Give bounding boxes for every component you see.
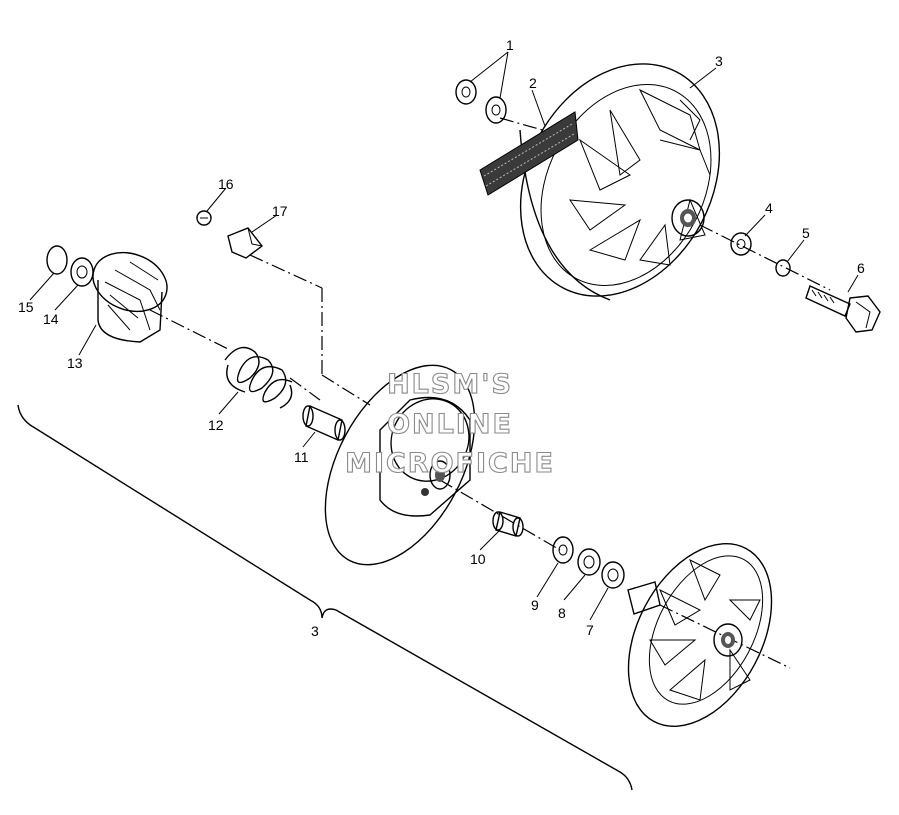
callout-16: 16 (218, 176, 234, 192)
callout-13: 13 (67, 355, 83, 371)
snap-ring-part-15 (46, 245, 68, 275)
callout-2: 2 (529, 75, 537, 91)
watermark-line-2: ONLINE (387, 409, 513, 440)
callout-labels: 1 2 3 4 5 6 7 8 9 10 11 12 13 14 15 16 1… (18, 37, 865, 639)
callout-15: 15 (18, 299, 34, 315)
assembly-bracket (17, 404, 633, 791)
bushing-part-10 (492, 511, 524, 537)
lock-washer-part-5 (775, 259, 791, 277)
spring-part-12 (224, 346, 293, 409)
drive-belt (479, 111, 579, 196)
callout-5: 5 (802, 225, 810, 241)
fixed-sheave-lower (627, 543, 773, 727)
callout-12: 12 (208, 417, 224, 433)
washer-part-9 (552, 536, 574, 564)
callout-9: 9 (531, 597, 539, 613)
cam-part-13 (92, 251, 168, 343)
callout-11: 11 (294, 449, 309, 465)
washers-part-1 (455, 79, 507, 124)
bolt-part-6 (805, 285, 881, 333)
washer-part-8 (577, 548, 601, 576)
callout-10: 10 (470, 551, 486, 567)
callout-1: 1 (506, 37, 514, 53)
callout-8: 8 (558, 605, 566, 621)
spacer-part-11 (302, 405, 346, 441)
callout-7: 7 (586, 622, 594, 638)
washer-part-7 (601, 561, 625, 589)
callout-3-assembly: 3 (311, 623, 319, 639)
callout-4: 4 (765, 200, 773, 216)
watermark-line-3: MICROFICHE (345, 448, 555, 479)
screw-part-16 (196, 210, 212, 226)
callout-6: 6 (857, 260, 865, 276)
callout-14: 14 (43, 311, 59, 327)
watermark-line-1: HLSM'S (387, 369, 513, 400)
washer-part-4 (730, 232, 752, 256)
leader-lines (29, 51, 859, 621)
callout-3-upper: 3 (715, 53, 723, 69)
watermark: HLSM'S ONLINE MICROFICHE (345, 368, 555, 479)
movable-sheave-center (324, 364, 476, 566)
drive-sheave-upper (519, 63, 721, 301)
callout-17: 17 (272, 203, 288, 219)
shoe-part-17 (227, 227, 263, 259)
washer-part-14 (70, 257, 94, 287)
